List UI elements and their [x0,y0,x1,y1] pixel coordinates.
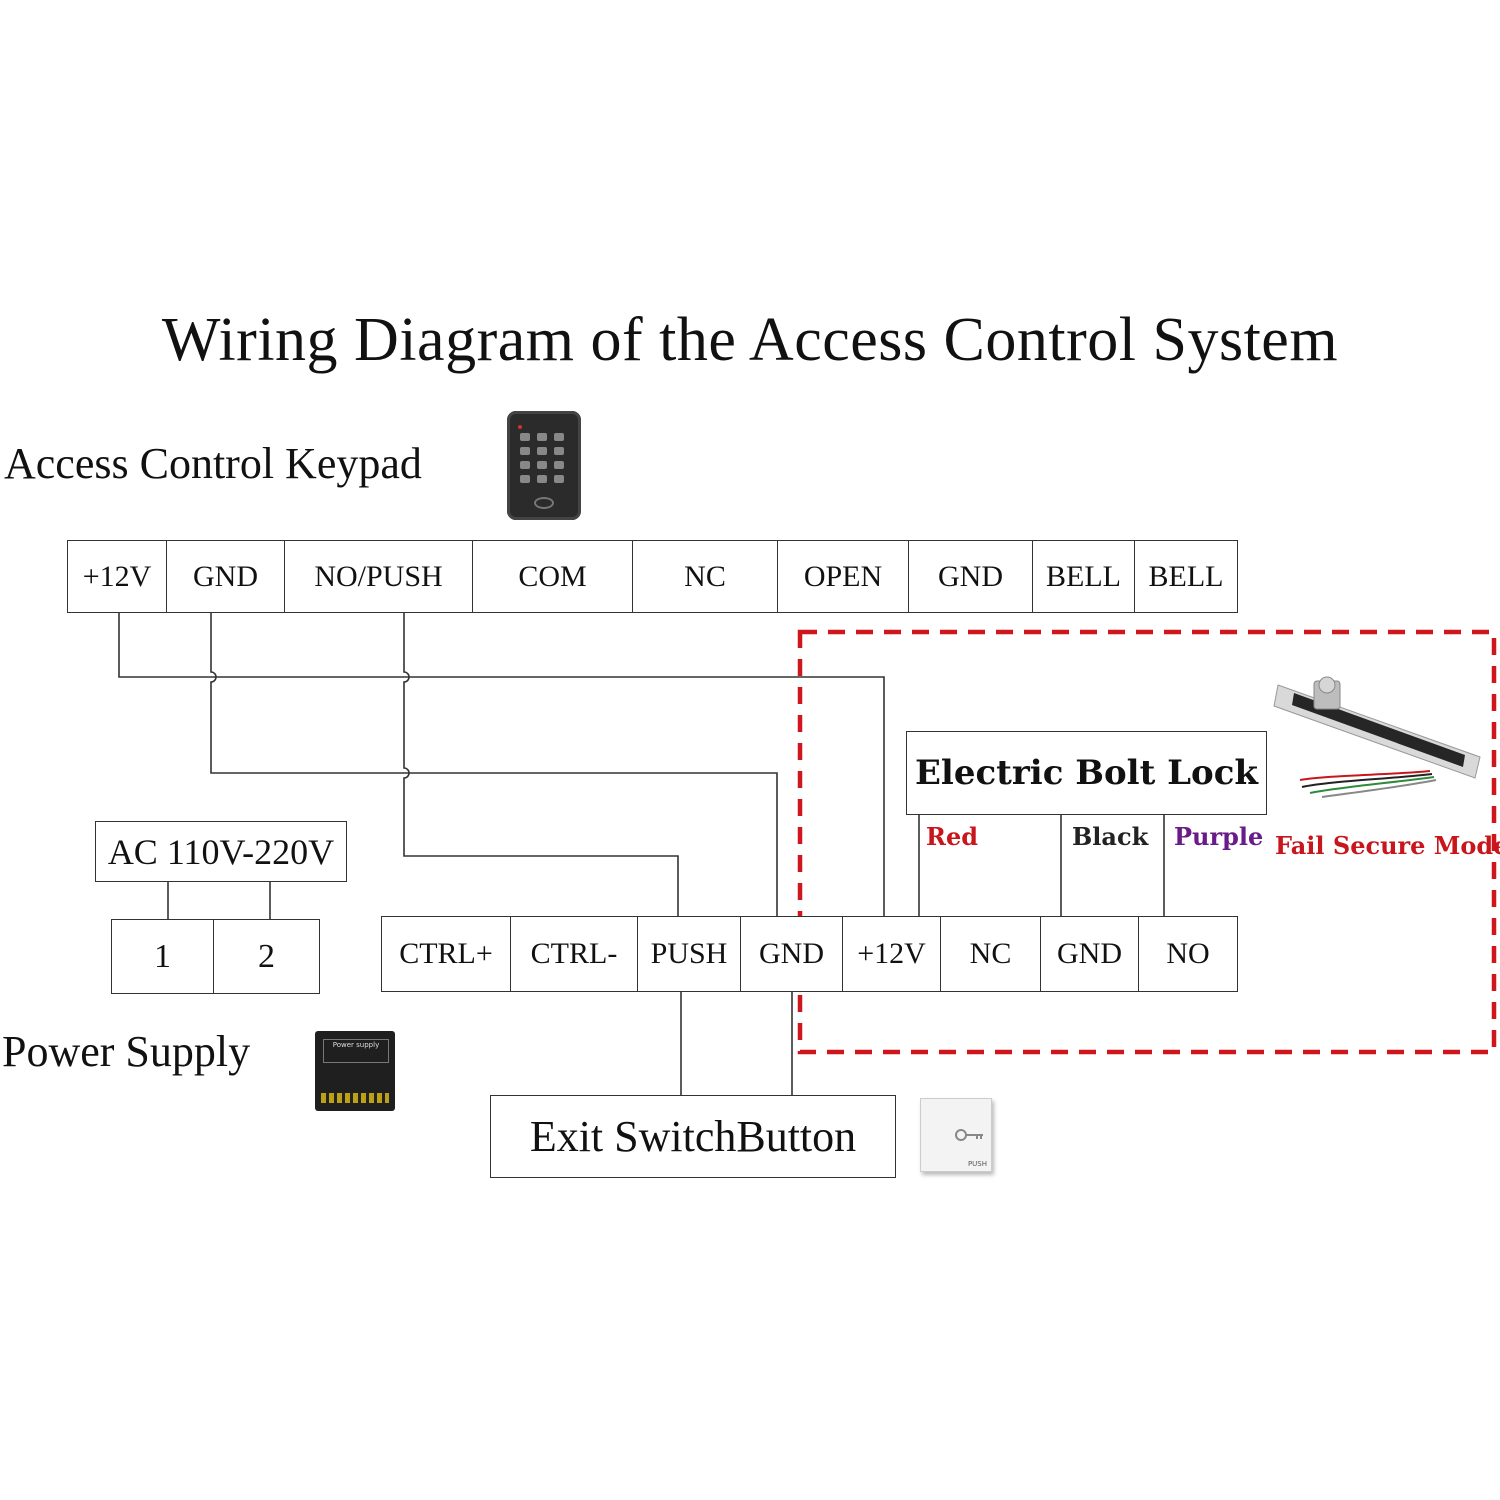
keypad-terminal-gnd: GND [167,541,285,612]
psu-terminal-gnd-2: GND [1041,917,1139,991]
rfid-icon [534,497,554,509]
keypad-terminal-nc: NC [633,541,778,612]
fail-secure-zone [797,629,1497,1055]
psu-terminal-push: PUSH [638,917,741,991]
psu-terminal-ctrl-plus: CTRL+ [382,917,511,991]
power-supply-label: Power Supply [2,1027,251,1076]
wire-12v [118,612,885,917]
lock-box: Electric Bolt Lock [906,731,1267,815]
psu-terminal-nc: NC [941,917,1041,991]
exit-button-device-icon: PUSH [920,1098,992,1172]
wire-gnd [210,612,778,917]
psu-device-text: Power supply [323,1039,389,1063]
ac-input-box: AC 110V-220V [95,821,347,882]
psu-terminal-strip: CTRL+ CTRL- PUSH GND +12V NC GND NO [381,916,1238,992]
wire-push [403,612,679,917]
psu-terminal-12v: +12V [843,917,941,991]
keypad-terminal-bell: BELL [1033,541,1135,612]
power-supply-device-icon: Power supply [315,1031,395,1111]
fail-secure-mode-label: Fail Secure Mode [1275,831,1500,860]
keypad-terminal-no-push: NO/PUSH [285,541,473,612]
exit-switch-box: Exit SwitchButton [490,1095,896,1178]
lock-label: Electric Bolt Lock [915,753,1258,793]
keypad-terminal-com: COM [473,541,633,612]
psu-terminal-block-icon [321,1093,389,1103]
keypad-device-icon [507,411,581,520]
keypad-terminal-bell-2: BELL [1148,559,1224,593]
diagram-title: Wiring Diagram of the Access Control Sys… [161,306,1339,374]
psu-terminal-ctrl-minus: CTRL- [511,917,638,991]
wire-label-purple: Purple [1174,822,1264,851]
exit-switch-label: Exit SwitchButton [529,1112,857,1161]
keypad-terminal-open: OPEN [778,541,909,612]
psu-terminal-no: NO [1166,937,1210,970]
ac-terminal-strip: 1 2 [111,919,320,994]
exit-device-text: PUSH [967,1160,987,1168]
wire-label-red: Red [926,822,978,851]
keypad-buttons [516,425,572,495]
ac-terminal-2: 2 [258,937,275,975]
bolt-lock-icon [1273,676,1481,798]
keypad-label: Access Control Keypad [4,439,422,488]
ac-terminal-1: 1 [112,920,214,993]
keypad-terminal-12v: +12V [68,541,167,612]
psu-terminal-gnd: GND [741,917,843,991]
keypad-terminal-gnd-2: GND [909,541,1033,612]
wire-label-black: Black [1072,822,1149,851]
ac-label: AC 110V-220V [107,831,335,872]
keypad-terminal-strip: +12V GND NO/PUSH COM NC OPEN GND BELL BE… [67,540,1238,613]
